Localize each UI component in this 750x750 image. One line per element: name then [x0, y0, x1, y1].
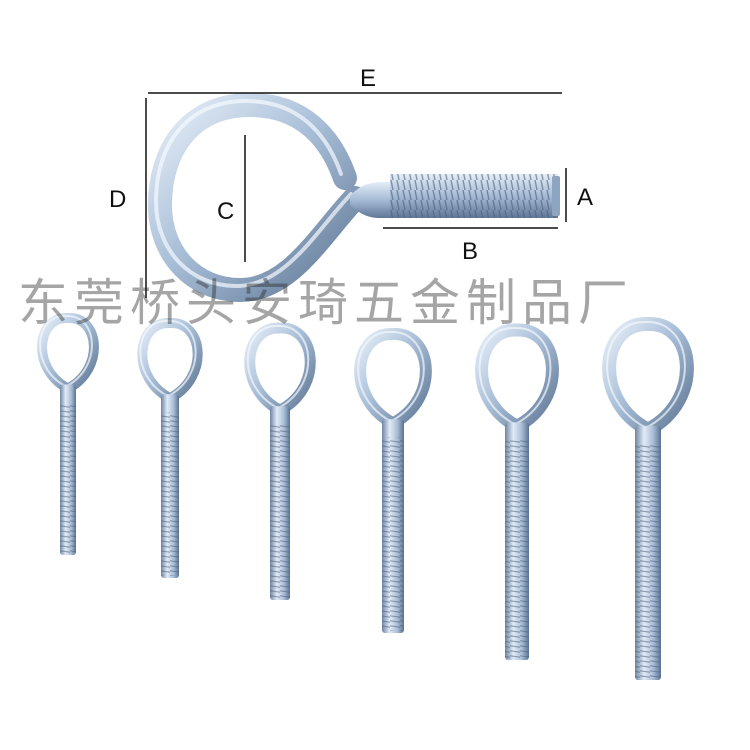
dimension-label-e: E — [360, 65, 377, 92]
eye-ring-highlight — [39, 314, 93, 388]
eye-ring — [37, 313, 99, 393]
eye-ring — [475, 323, 559, 433]
dimension-label-c: C — [217, 198, 235, 225]
small-eye-bolt-5 — [475, 323, 559, 660]
eye-ring-highlight — [246, 324, 310, 410]
thread-pattern — [270, 424, 290, 598]
small-eye-bolt-6 — [602, 317, 694, 680]
eye-ring — [137, 318, 203, 403]
thread-pattern — [60, 402, 76, 553]
eye-ring-highlight — [357, 330, 425, 423]
eye-bolt-row — [37, 313, 694, 680]
small-eye-bolt-4 — [354, 328, 432, 633]
small-eye-bolt-3 — [244, 322, 316, 600]
thread-pattern — [635, 443, 661, 678]
eye-ring-highlight — [606, 320, 686, 429]
small-eye-bolt-2 — [137, 318, 203, 578]
eye-ring-highlight — [478, 326, 552, 426]
main-eye-bolt — [147, 92, 560, 303]
dimension-label-d: D — [109, 186, 127, 213]
dimension-label-a: A — [577, 184, 594, 211]
eye-ring — [354, 328, 432, 429]
thread-pattern — [161, 412, 179, 576]
dimension-label-b: B — [462, 238, 479, 265]
eye-ring-highlight — [139, 319, 197, 398]
watermark-text: 东莞桥头安琦五金制品厂 — [18, 274, 634, 332]
small-eye-bolt-1 — [37, 313, 99, 555]
eye-ring — [602, 317, 694, 436]
thread-pattern — [505, 440, 529, 658]
eye-ring — [244, 322, 316, 416]
dimension-lines — [145, 92, 567, 298]
thread-pattern — [382, 437, 404, 631]
